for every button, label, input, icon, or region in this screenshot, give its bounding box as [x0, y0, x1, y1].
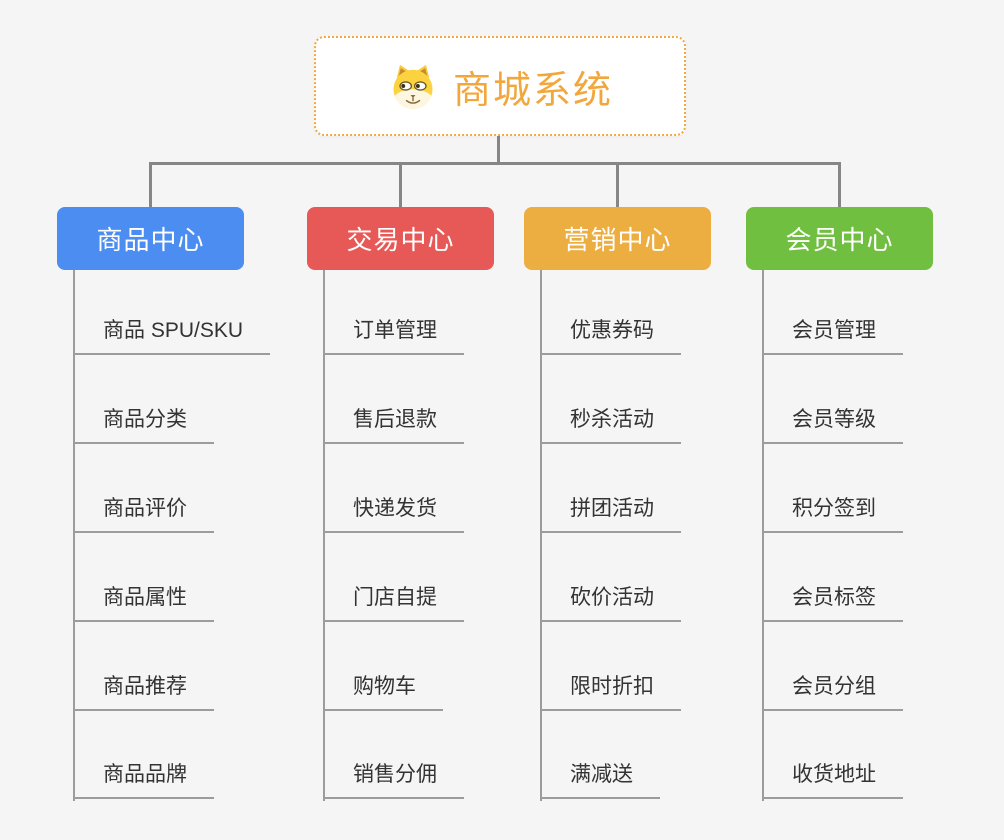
branch: 交易中心 订单管理售后退款快递发货门店自提购物车销售分佣	[307, 207, 494, 801]
leaf-node[interactable]: 商品 SPU/SKU	[73, 314, 271, 355]
dog-icon	[393, 64, 433, 109]
branch-leaf-line	[540, 270, 542, 801]
branch-header[interactable]: 商品中心	[57, 207, 244, 270]
branch-label: 营销中心	[563, 225, 672, 255]
leaf-node[interactable]: 商品推荐	[73, 670, 214, 711]
leaf-node[interactable]: 秒杀活动	[540, 403, 681, 444]
leaf-node[interactable]: 会员标签	[762, 581, 903, 622]
leaf-node[interactable]: 拼团活动	[540, 492, 681, 533]
connector-drop-1	[149, 165, 152, 207]
leaf-node[interactable]: 门店自提	[323, 581, 464, 622]
leaf-node[interactable]: 优惠券码	[540, 314, 681, 355]
leaf-node[interactable]: 销售分佣	[323, 758, 464, 799]
leaf-node[interactable]: 商品评价	[73, 492, 214, 533]
leaf-node[interactable]: 限时折扣	[540, 670, 681, 711]
leaf-node[interactable]: 满减送	[540, 758, 660, 799]
branch: 营销中心 优惠券码秒杀活动拼团活动砍价活动限时折扣满减送	[524, 207, 711, 801]
branch-label: 交易中心	[346, 225, 455, 255]
leaf-node[interactable]: 商品属性	[73, 581, 214, 622]
root-title: 商城系统	[452, 69, 613, 112]
leaf-node[interactable]: 商品分类	[73, 403, 214, 444]
leaf-node[interactable]: 快递发货	[323, 492, 464, 533]
leaf-node[interactable]: 收货地址	[762, 758, 903, 799]
branch-leaf-line	[73, 270, 75, 801]
leaf-node[interactable]: 订单管理	[323, 314, 464, 355]
leaf-node[interactable]: 购物车	[323, 670, 443, 711]
branch: 会员中心 会员管理会员等级积分签到会员标签会员分组收货地址	[746, 207, 933, 801]
connector-drop-2	[399, 165, 402, 207]
branch-leaf-line	[323, 270, 325, 801]
leaf-node[interactable]: 会员管理	[762, 314, 903, 355]
leaf-node[interactable]: 积分签到	[762, 492, 903, 533]
branch-leaf-line	[762, 270, 764, 801]
branch-header[interactable]: 交易中心	[307, 207, 494, 270]
branch: 商品中心 商品 SPU/SKU 商品分类商品评价商品属性商品推荐商品品牌	[57, 207, 271, 801]
root-node[interactable]: 商城系统	[314, 36, 686, 136]
leaf-node[interactable]: 会员等级	[762, 403, 903, 444]
leaf-node[interactable]: 会员分组	[762, 670, 903, 711]
branch-header[interactable]: 营销中心	[524, 207, 711, 270]
branch-label: 商品中心	[96, 225, 205, 255]
leaf-node[interactable]: 售后退款	[323, 403, 464, 444]
connector-drop-3	[616, 165, 619, 207]
connector-drop-4	[838, 165, 841, 207]
branch-label: 会员中心	[785, 225, 894, 255]
connector-horizontal-bar	[149, 162, 841, 165]
leaf-node[interactable]: 砍价活动	[540, 581, 681, 622]
connector-root-stub	[497, 136, 500, 162]
branch-header[interactable]: 会员中心	[746, 207, 933, 270]
leaf-node[interactable]: 商品品牌	[73, 758, 214, 799]
